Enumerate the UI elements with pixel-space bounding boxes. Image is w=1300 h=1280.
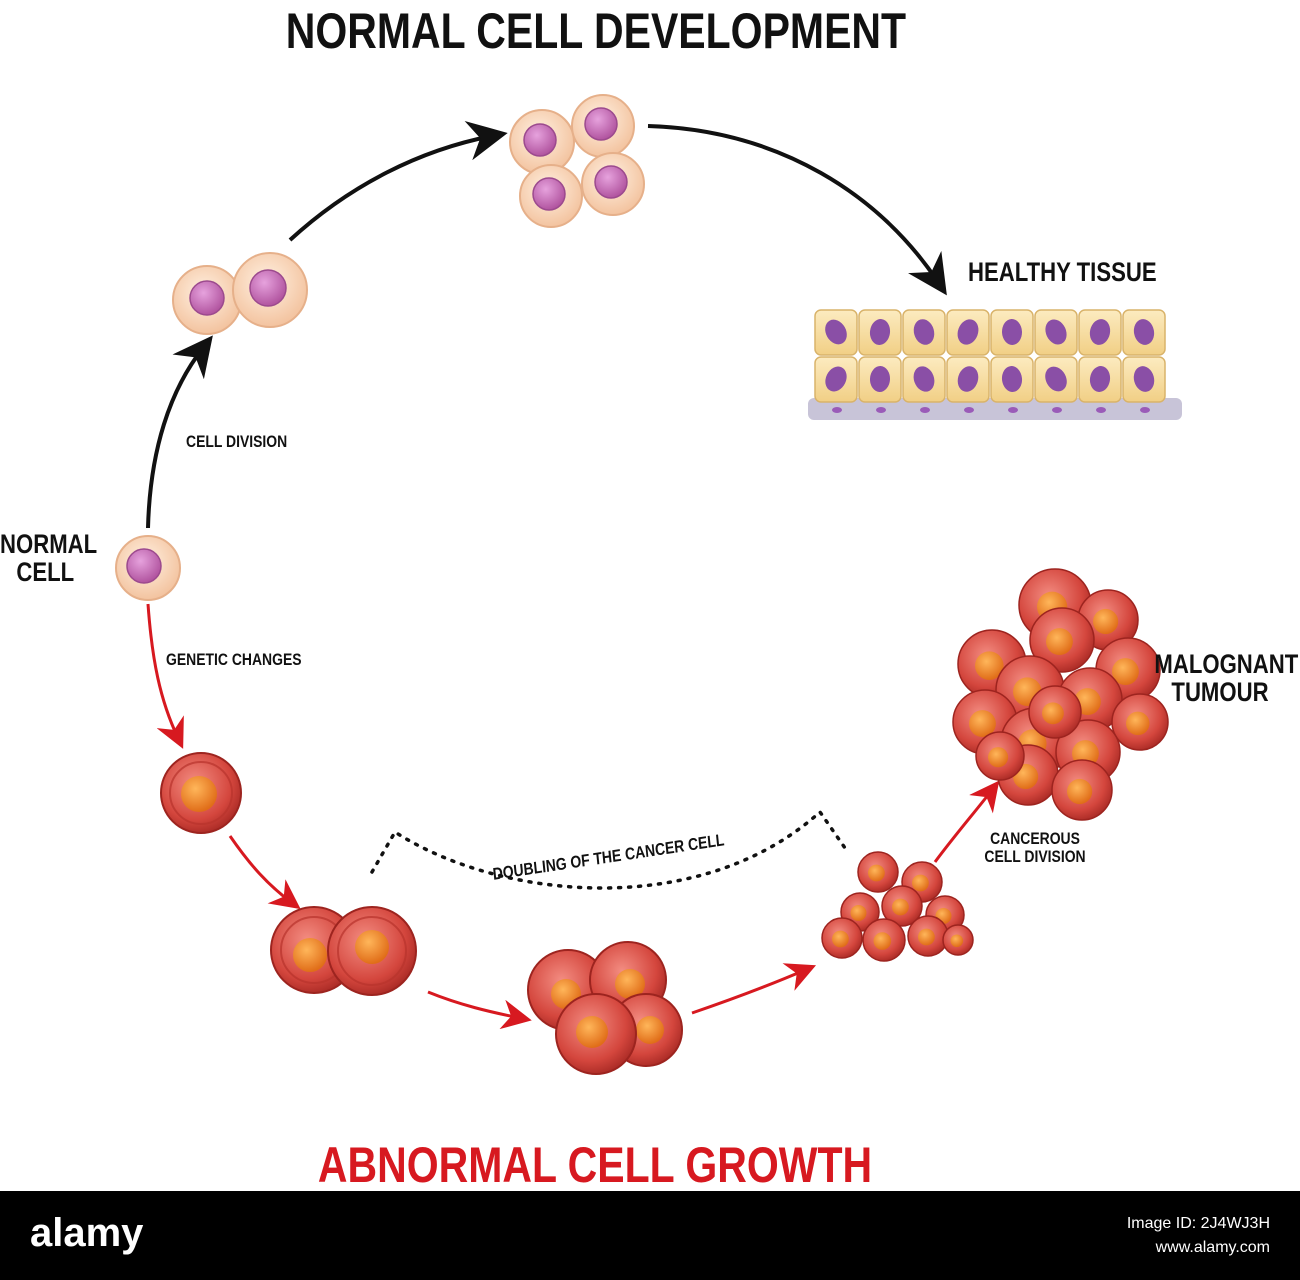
cancer-cluster-cell	[942, 924, 974, 956]
tissue-cell	[902, 356, 946, 403]
image-id: Image ID: 2J4WJ3H	[1126, 1215, 1270, 1232]
footer-bar: alamy Image ID: 2J4WJ3H www.alamy.com	[0, 1191, 1300, 1280]
arrow-four-to-cluster	[691, 963, 817, 1015]
cancer-cluster-cell	[881, 885, 923, 927]
label-cancerous-line2: CELL DIVISION	[984, 846, 1086, 866]
two-normal-cells	[172, 252, 308, 335]
tissue-base-dot	[1052, 407, 1062, 413]
tissue-base-dot	[920, 407, 930, 413]
malignant-tumour-illustration	[952, 568, 1169, 821]
label-cell-division: CELL DIVISION	[186, 432, 288, 451]
label-genetic-changes: GENETIC CHANGES	[166, 650, 302, 669]
tissue-base-dot	[832, 407, 842, 413]
arrow-normal-to-two-cells	[146, 335, 213, 529]
four-normal-cells	[509, 94, 645, 228]
healthy-tissue-illustration	[808, 309, 1182, 420]
tissue-cell	[814, 356, 858, 403]
tissue-cell	[1078, 356, 1122, 403]
label-malignant-line2: TUMOUR	[1171, 677, 1269, 708]
tissue-base-dot	[964, 407, 974, 413]
tissue-base-dot	[876, 407, 886, 413]
mutated-cell	[160, 752, 242, 834]
tissue-cell	[946, 309, 990, 356]
tissue-cell	[1034, 309, 1078, 356]
four-cancer-cells	[527, 941, 683, 1075]
tissue-base-dot	[1096, 407, 1106, 413]
normal-cell	[115, 535, 181, 601]
cell-development-diagram	[115, 94, 1182, 1075]
tissue-cell	[858, 356, 902, 403]
tissue-base-dot	[1008, 407, 1018, 413]
alamy-logo: alamy	[30, 1211, 144, 1255]
cancer-cluster-cell	[862, 918, 906, 962]
tissue-cell	[1122, 356, 1166, 403]
doubling-bracket	[370, 809, 847, 890]
tissue-cell	[858, 309, 902, 356]
label-normal-cell-line2: CELL	[16, 557, 75, 588]
arrow-four-cells-to-tissue	[647, 124, 947, 296]
title-normal-cell-development: NORMAL CELL DEVELOPMENT	[285, 3, 907, 59]
tumour-cell	[1051, 759, 1113, 821]
arrow-mutated-to-two	[228, 835, 301, 910]
label-healthy-tissue: HEALTHY TISSUE	[968, 257, 1157, 287]
arrow-two-to-four-cells	[288, 120, 508, 242]
label-cancerous-line1: CANCEROUS	[990, 829, 1080, 848]
two-cancer-cells	[270, 906, 417, 996]
label-normal-cell: NORMAL CELL	[0, 530, 97, 587]
tissue-cell	[902, 309, 946, 356]
tissue-cell	[946, 356, 990, 403]
label-malignant-tumour: MALOGNANT TUMOUR	[1154, 649, 1299, 708]
tumour-cell	[1111, 693, 1169, 751]
tissue-cell	[814, 309, 858, 356]
tissue-cell	[1034, 356, 1078, 403]
cancer-cluster-cell	[821, 917, 863, 959]
tumour-cell	[1028, 685, 1082, 739]
arrow-normal-to-mutated	[146, 603, 184, 749]
tissue-cell	[990, 309, 1034, 356]
label-normal-cell-line1: NORMAL	[0, 529, 98, 559]
tumour-cell	[1029, 607, 1095, 673]
tissue-cell	[1078, 309, 1122, 356]
label-malignant-line1: MALOGNANT	[1154, 649, 1299, 679]
cancer-cell-cluster	[821, 851, 974, 962]
cancer-cluster-cell	[907, 915, 949, 957]
tissue-base-dot	[1140, 407, 1150, 413]
tissue-cell	[1122, 309, 1166, 356]
footer-url: www.alamy.com	[1155, 1239, 1270, 1256]
arrow-two-to-four-cancer	[427, 990, 532, 1030]
tissue-cell	[990, 356, 1034, 403]
arrow-cluster-to-tumour	[933, 780, 1000, 863]
title-abnormal-cell-growth: ABNORMAL CELL GROWTH	[317, 1137, 873, 1193]
tumour-cell	[975, 731, 1025, 781]
label-cancerous-cell-division: CANCEROUS CELL DIVISION	[974, 830, 1097, 866]
cancer-cluster-cell	[857, 851, 899, 893]
